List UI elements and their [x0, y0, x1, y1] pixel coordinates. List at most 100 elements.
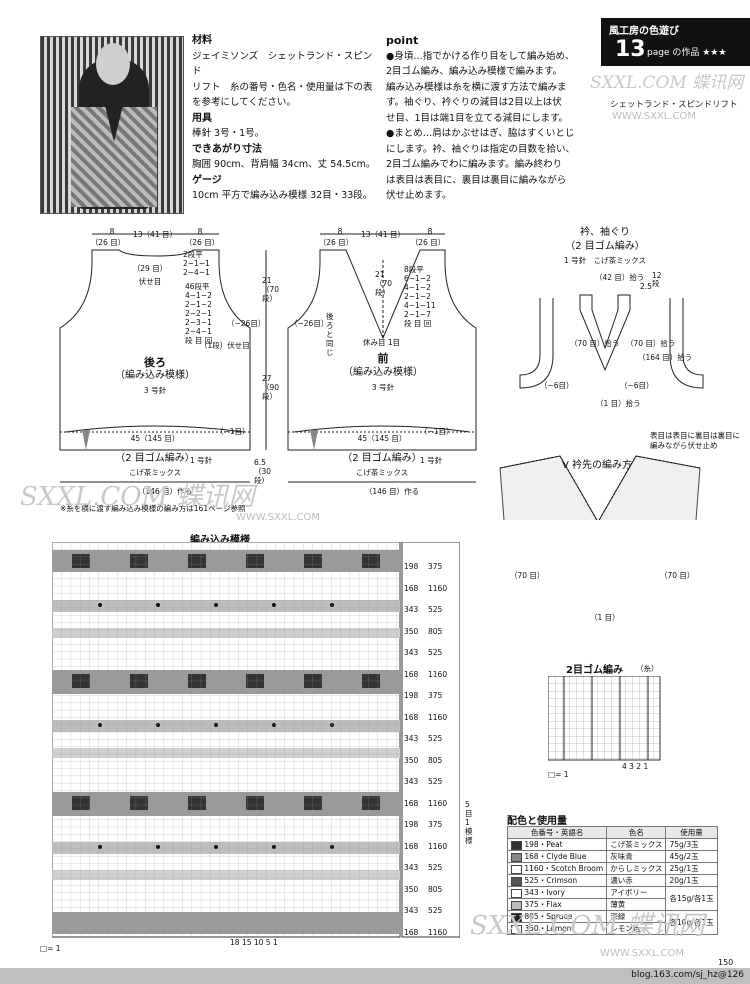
materials-line: ジェイミソンズ シェットランド・スピンド [192, 50, 373, 78]
front-top-right-dim: 8 [427, 227, 433, 236]
back-top-center-dim: 13（41 目） [133, 230, 177, 239]
work-number: 13 [615, 37, 646, 62]
chart-repeat: 5目1模様 [465, 800, 473, 845]
neckband-rib: （2 目ゴム編み） [565, 241, 645, 252]
back-name: 後ろ [144, 356, 166, 369]
back-outline [59, 249, 251, 451]
point-line: 伏せ止めます。 [386, 190, 452, 201]
neckband-right-armhole [669, 298, 704, 389]
v-point-right-count: （70 目） [660, 571, 695, 580]
chart-note: ※糸を横に渡す編み込み模様の編み方は161ページ参照 [60, 504, 246, 513]
v-point-center-count: （1 目） [590, 613, 620, 622]
front-name: 前 [377, 352, 389, 365]
blog-credit: blog.163.com/sj_hz@126 [631, 970, 744, 980]
gauge-text: 10cm 平方で編み込み模様 32目・33段。 [192, 190, 373, 201]
rib-purl-marks [563, 676, 649, 760]
back-top-right-sts: （26 目） [184, 238, 220, 247]
color-table-header: 色番号・英語名 色名 使用量 [506, 826, 718, 839]
direction-arrows [82, 430, 318, 450]
neck-pick-right: （70 目）拾う [626, 339, 676, 348]
model-head [96, 43, 130, 85]
watermark-brand: SXXL.COM 蝶讯网 [20, 482, 255, 512]
back-neck-bind: （29 目）伏せ目 [132, 264, 168, 286]
tools-text: 棒針 3号・1号。 [192, 128, 265, 139]
neckband-title: 衿、袖ぐり [580, 227, 630, 238]
back-width-label: 45（145 目） [130, 434, 180, 443]
point-line: 2目ゴム編み、編み込み模様で編みます。 [386, 66, 563, 77]
point-line: せ目、1目は端1目を立てる減目にします。 [386, 112, 569, 124]
series-header: 風工房の色遊び 13 page の作品 ★★★ [601, 18, 750, 66]
front-rib-needle: 1 号針 [420, 456, 443, 465]
materials-section: 材料 ジェイミソンズ シェットランド・スピンド リフト 糸の番号・色名・使用量は… [192, 33, 380, 204]
back-cast-on: （146 目）作る [137, 487, 193, 496]
rib-chart-title: 2目ゴム編み [566, 665, 623, 676]
v-point-note-2: 編みながら伏せ止め [650, 441, 718, 450]
front-top-center-dim: 13（41 目） [361, 230, 405, 239]
materials-line: を参考にしてください。 [192, 97, 296, 108]
materials-line: リフト 糸の番号・色名・使用量は下の表 [192, 81, 373, 93]
v-point-diagram [499, 455, 701, 520]
colorwork-chart [52, 542, 460, 938]
back-needle: 3 号針 [143, 386, 167, 395]
point-line: にします。衿、袖ぐりは指定の目数を拾い、 [386, 143, 576, 155]
header-amount: 使用量 [665, 826, 718, 839]
front-outline [287, 249, 477, 451]
point-line: 2目ゴム編みでわに編みます。編み終わり [386, 159, 563, 170]
neckband-neck [579, 294, 631, 372]
size-heading: できあがり寸法 [192, 143, 262, 155]
tools-heading: 用具 [192, 112, 212, 124]
point-line: ●身頃…指でかける作り目をして編み始め、 [386, 50, 575, 62]
armhole-decrease-left: （−6目） [540, 381, 574, 390]
neckband-width: 2.5 [640, 282, 652, 291]
model-photo [40, 36, 184, 214]
point-line: ●まとめ…肩はかぶせはぎ、脇はすくいとじ [386, 128, 575, 139]
garment-schematics [59, 233, 704, 520]
header-code: 色番号・英語名 [506, 826, 608, 839]
footer-bar [0, 968, 750, 984]
watermark-url: WWW.SXXL.COM [236, 512, 320, 523]
point-line: す。袖ぐり、衿ぐりの減目は2目以上は伏 [386, 97, 562, 108]
back-rib-needle: 1 号針 [190, 456, 213, 465]
back-side-decrease: （−26目） [227, 319, 266, 328]
header-name: 色名 [606, 826, 667, 839]
neck-pick-center: （1 目）拾う [596, 399, 641, 408]
color-row: 350・Lemon レモン色 [506, 922, 718, 935]
page-label: page の作品 ★★★ [647, 48, 727, 58]
front-width-label: 45（145 目） [357, 434, 407, 443]
front-top-left-dim: 8 [337, 227, 343, 236]
watermark-url: WWW.SXXL.COM [600, 948, 684, 959]
front-rib-decrease: （−1目） [420, 427, 454, 436]
neck-pick-left: （70 目）拾う [570, 339, 620, 348]
chart-key: □= 1 [40, 944, 61, 953]
front-needle: 3 号針 [371, 383, 395, 392]
chart-title: 編み込み模様 [190, 535, 250, 546]
rib-chart-sub: （糸） [636, 664, 659, 673]
watermark-url: WWW.SXXL.COM [612, 111, 696, 122]
front-center-stitch: 休み目 1目 [363, 338, 401, 347]
rib-chart [548, 676, 661, 761]
point-line: は表目は表目に、裏目は裏目に編みながら [386, 174, 567, 186]
v-point-title: V 衿先の編み方 [562, 460, 633, 471]
color-table-title: 配色と使用量 [507, 816, 567, 827]
gauge-heading: ゲージ [192, 174, 222, 186]
series-title: 風工房の色遊び [609, 26, 679, 37]
front-rib-color: こげ茶ミックス [355, 468, 409, 477]
v-point-note-1: 表目は表目に裏目は裏目に [650, 431, 740, 440]
rib-chart-numbers: 4 3 2 1 [622, 762, 649, 771]
back-rib-decrease: （−1目） [216, 427, 250, 436]
back-rib-curve [65, 425, 245, 433]
front-side-note: 後ろと同じ [326, 312, 334, 357]
neckband-needle: 1 号針 こげ茶ミックス [564, 256, 646, 265]
